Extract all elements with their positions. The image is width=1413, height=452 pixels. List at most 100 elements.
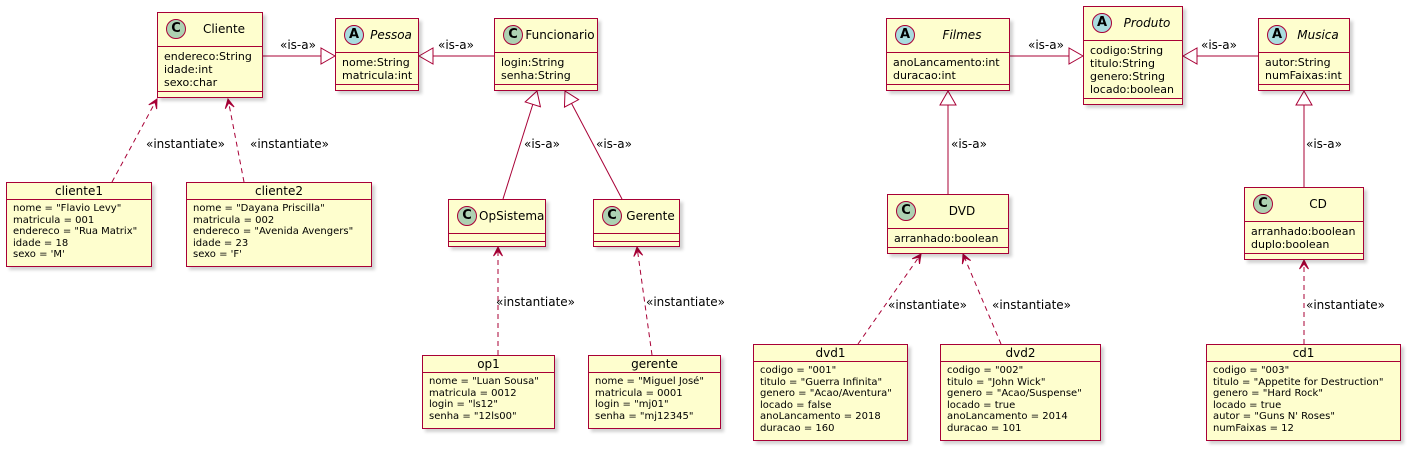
class-attributes: [449, 234, 545, 242]
object-field: matricula = 0012: [429, 387, 517, 399]
inheritance-arrowhead-icon: [939, 89, 957, 106]
object-field: matricula = 002: [193, 214, 275, 226]
relation-label: «instantiate»: [992, 298, 1072, 312]
object-field: titulo = "John Wick": [947, 376, 1046, 388]
dependency-arrowhead-icon: [493, 245, 503, 257]
inheritance-arrowhead-icon: [524, 90, 542, 108]
instantiate-line: [962, 253, 1002, 345]
class-name: Musica: [1297, 28, 1339, 42]
abstract-class-icon: A: [895, 25, 915, 45]
abstract-class-icon: A: [1092, 13, 1112, 33]
relation-label: «instantiate»: [146, 137, 226, 151]
class-name: DVD: [948, 204, 976, 218]
object-field: anoLancamento = 2014: [947, 411, 1068, 422]
dependency-arrowhead-icon: [224, 97, 235, 109]
attribute: titulo:String: [1090, 57, 1155, 70]
class-methods: [158, 92, 262, 99]
class-methods: [1259, 85, 1349, 92]
object-field: nome = "Miguel José": [595, 376, 704, 387]
object-fields: codigo = "001"titulo = "Guerra Infinita"…: [754, 362, 907, 437]
attribute: duplo:boolean: [1251, 238, 1330, 251]
object-field: senha = "mj12345": [595, 410, 694, 422]
object-field: locado = true: [1213, 399, 1282, 411]
object-name: cd1: [1207, 345, 1400, 362]
class-icon: C: [896, 201, 916, 221]
class-name: OpSistema: [479, 209, 545, 223]
object-field: matricula = 0001: [595, 387, 683, 399]
object-field: genero = "Acao/Aventura": [760, 388, 892, 399]
attribute: locado:boolean: [1090, 83, 1174, 96]
class-icon: C: [503, 25, 523, 45]
is-a-line: [502, 104, 534, 200]
class-name: Produto: [1123, 16, 1171, 30]
object-field: matricula = 001: [13, 214, 95, 226]
instantiate-line: [857, 253, 922, 345]
object-field: duracao = 160: [760, 422, 835, 434]
relation-label: «is-a»: [596, 137, 632, 151]
class-name: Filmes: [942, 28, 982, 42]
object-fields: nome = "Dayana Priscilla"matricula = 002…: [187, 200, 371, 264]
dependency-arrowhead-icon: [148, 98, 158, 110]
relation-label: «is-a»: [438, 38, 474, 52]
object-field: titulo = "Guerra Infinita": [760, 376, 883, 388]
object-fields: codigo = "002"titulo = "John Wick"genero…: [941, 362, 1100, 437]
attribute: endereco:String: [164, 50, 252, 63]
object-field: idade = 23: [193, 237, 249, 249]
inheritance-arrowhead-icon: [563, 90, 580, 108]
dependency-arrowhead-icon: [961, 252, 971, 265]
relation-label: «instantiate»: [250, 137, 330, 151]
is-a-line: [571, 103, 623, 200]
class-name: Pessoa: [370, 28, 412, 42]
attribute: numFaixas:int: [1265, 69, 1342, 82]
object-name: cliente1: [7, 183, 151, 200]
class-attributes: arranhado:boolean: [888, 229, 1008, 248]
class-attributes: [594, 234, 679, 242]
class-header: A Filmes: [887, 19, 1009, 53]
relation-label: «is-a»: [1306, 137, 1342, 151]
attribute: anoLancamento:int: [893, 56, 1000, 69]
attribute: duracao:int: [893, 69, 956, 82]
relation-label: «instantiate»: [1306, 298, 1386, 312]
attribute: genero:String: [1090, 70, 1166, 83]
object-field: nome = "Luan Sousa": [429, 376, 539, 387]
class-icon: C: [166, 19, 186, 39]
object-field: autor = "Guns N' Roses": [1213, 411, 1335, 422]
class-methods: [1245, 254, 1363, 261]
class-box-dvd[interactable]: C DVD arranhado:boolean: [887, 194, 1009, 254]
object-field: sexo = 'M': [13, 249, 65, 260]
object-field: codigo = "001": [760, 365, 837, 376]
class-name: Funcionario: [525, 28, 595, 42]
instantiate-line: [227, 98, 245, 183]
object-field: senha = "12ls00": [429, 410, 517, 422]
object-field: duracao = 101: [947, 422, 1022, 434]
relation-label: «instantiate»: [888, 298, 968, 312]
object-field: nome = "Dayana Priscilla": [193, 203, 325, 214]
class-methods: [1084, 99, 1182, 106]
inheritance-arrowhead-icon: [1295, 89, 1313, 106]
relation-label: «instantiate»: [496, 295, 576, 309]
instantiate-line: [111, 98, 158, 183]
abstract-class-icon: A: [344, 25, 364, 45]
